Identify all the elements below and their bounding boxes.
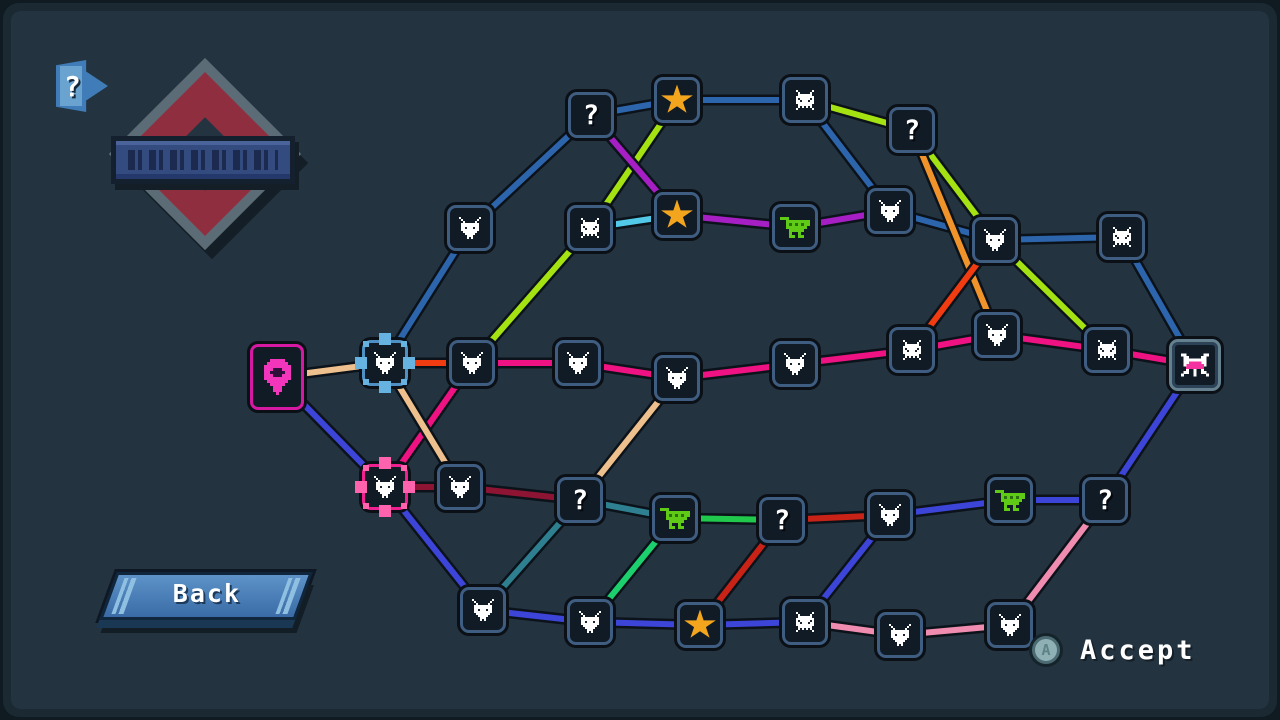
enemy-bug-icon (794, 90, 816, 110)
enemy-cat-icon (997, 614, 1023, 636)
map-node-enemy-cat[interactable] (567, 599, 613, 645)
map-node-star[interactable] (654, 192, 700, 238)
enemy-bug-icon (794, 612, 816, 632)
map-node-question[interactable]: ? (889, 107, 935, 153)
map-node-enemy-cat[interactable] (362, 340, 408, 386)
map-node-star[interactable] (654, 77, 700, 123)
map-edge (469, 225, 593, 366)
enemy-cat-icon (664, 367, 690, 389)
map-node-enemy-cat[interactable] (460, 587, 506, 633)
map-node-question[interactable]: ? (759, 497, 805, 543)
map-node-enemy-bug[interactable] (782, 77, 828, 123)
logo-banner-glyphs (128, 150, 278, 170)
question-icon: ? (903, 114, 921, 146)
question-icon: ? (571, 484, 589, 516)
question-icon: ? (1096, 484, 1114, 516)
map-node-enemy-cat[interactable] (555, 340, 601, 386)
map-node-question[interactable]: ? (557, 477, 603, 523)
map-node-enemy-cat[interactable] (974, 312, 1020, 358)
accept-label: Accept (1080, 634, 1196, 666)
shop-icon (995, 490, 1025, 511)
map-node-enemy-cat[interactable] (877, 612, 923, 658)
accept-control[interactable]: A Accept (1032, 630, 1196, 670)
help-question-icon: ? (64, 70, 81, 103)
map-node-star[interactable] (677, 602, 723, 648)
map-node-enemy-bug[interactable] (889, 327, 935, 373)
map-node-enemy-cat[interactable] (654, 355, 700, 401)
gamepad-a-button-icon: A (1032, 636, 1060, 664)
star-icon (684, 609, 716, 638)
enemy-cat-icon (565, 352, 591, 374)
enemy-cat-icon (877, 200, 903, 222)
map-node-enemy-cat[interactable] (447, 205, 493, 251)
enemy-cat-icon (887, 624, 913, 646)
game-logo (105, 56, 309, 261)
map-node-question[interactable]: ? (1082, 477, 1128, 523)
map-node-enemy-cat[interactable] (972, 217, 1018, 263)
map-node-shop[interactable] (772, 204, 818, 250)
enemy-cat-icon (372, 352, 398, 374)
map-node-enemy-bug[interactable] (782, 599, 828, 645)
map-node-enemy-bug[interactable] (1084, 327, 1130, 373)
map-node-start-pin[interactable] (250, 344, 304, 410)
enemy-bug-icon (1096, 340, 1118, 360)
enemy-cat-icon (470, 599, 496, 621)
map-edge (909, 127, 1000, 338)
map-node-shop[interactable] (652, 495, 698, 541)
question-icon: ? (582, 99, 600, 131)
star-icon (661, 84, 693, 113)
enemy-bug-icon (901, 340, 923, 360)
boss-icon (1179, 354, 1212, 377)
map-node-boss[interactable] (1169, 339, 1221, 391)
enemy-cat-icon (984, 324, 1010, 346)
map-node-enemy-cat[interactable] (362, 464, 408, 510)
map-node-enemy-bug[interactable] (567, 205, 613, 251)
map-node-enemy-cat[interactable] (772, 341, 818, 387)
map-node-enemy-cat[interactable] (867, 492, 913, 538)
map-node-enemy-cat[interactable] (987, 602, 1033, 648)
help-button[interactable]: ? (56, 60, 108, 112)
enemy-cat-icon (577, 611, 603, 633)
logo-banner (111, 136, 295, 184)
map-node-enemy-cat[interactable] (437, 464, 483, 510)
enemy-cat-icon (782, 353, 808, 375)
shop-icon (660, 508, 690, 529)
gamepad-a-glyph: A (1041, 641, 1051, 659)
enemy-bug-icon (579, 218, 601, 238)
enemy-cat-icon (372, 476, 398, 498)
map-node-enemy-cat[interactable] (449, 340, 495, 386)
back-button[interactable]: Back (99, 572, 313, 620)
enemy-cat-icon (982, 229, 1008, 251)
enemy-cat-icon (877, 504, 903, 526)
star-icon (661, 199, 693, 228)
map-node-question[interactable]: ? (568, 92, 614, 138)
map-node-enemy-cat[interactable] (867, 188, 913, 234)
map-node-enemy-bug[interactable] (1099, 214, 1145, 260)
shop-icon (780, 217, 810, 238)
back-button-label: Back (172, 579, 242, 608)
enemy-cat-icon (447, 476, 473, 498)
question-icon: ? (773, 504, 791, 536)
start-pin-icon (261, 359, 294, 395)
map-node-shop[interactable] (987, 477, 1033, 523)
enemy-cat-icon (457, 217, 483, 239)
enemy-cat-icon (459, 352, 485, 374)
enemy-bug-icon (1111, 227, 1133, 247)
